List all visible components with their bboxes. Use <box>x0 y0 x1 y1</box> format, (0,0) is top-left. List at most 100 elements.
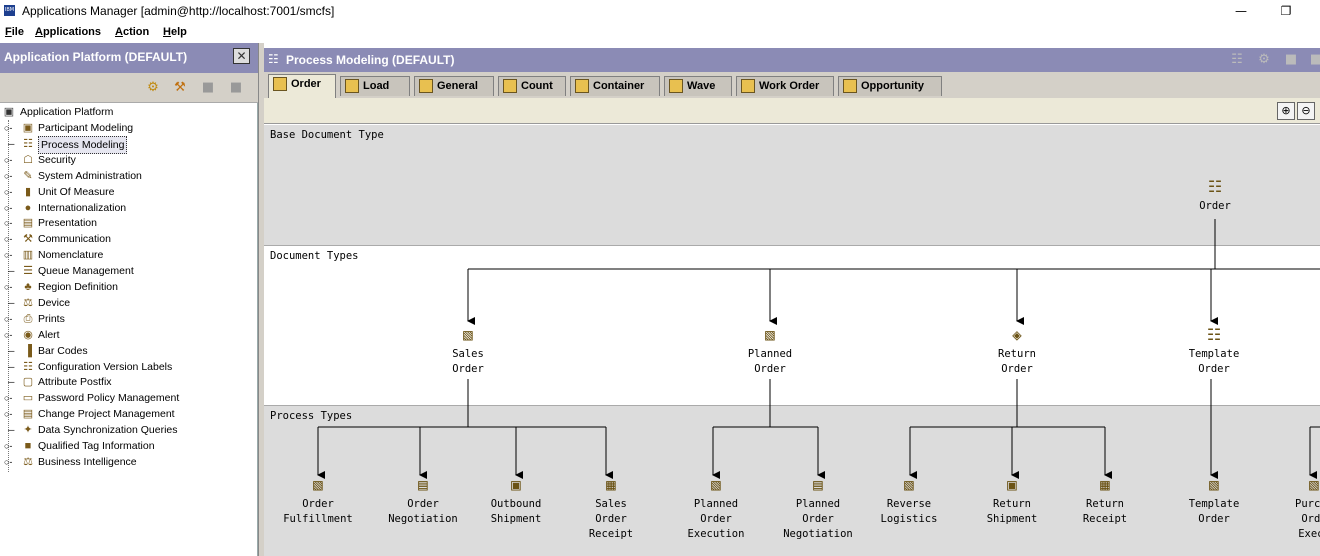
right-panel-title: Process Modeling (DEFAULT) <box>286 53 455 67</box>
computer-icon: ▣ <box>3 106 15 118</box>
tab-work-order[interactable]: Work Order <box>736 76 834 96</box>
process-type-node[interactable]: ▤Order Negotiation <box>383 475 463 527</box>
cart-icon: ▧ <box>904 475 914 494</box>
base-document-node[interactable]: ☷Order <box>1175 177 1255 214</box>
tree-branch-icon: ─ <box>8 377 15 388</box>
process-type-node[interactable]: ▧Planned Order Execution <box>676 475 756 542</box>
zoom-out-icon[interactable]: ⊖ <box>1297 102 1315 120</box>
region-icon: ♣ <box>24 281 32 293</box>
tab-count[interactable]: Count <box>498 76 566 96</box>
unlock-icon[interactable]: ■ <box>229 80 243 95</box>
node-label: Sales Order <box>452 348 484 375</box>
tree-item-label: Region Definition <box>38 281 118 293</box>
process-type-node[interactable]: ▧Purcha Orde Execu <box>1274 475 1320 542</box>
tree-item-label: Presentation <box>38 217 97 230</box>
process-types-band: Process Types <box>264 405 1320 556</box>
tree-item-label: Device <box>38 296 71 309</box>
expand-toggle-icon[interactable]: ○- <box>4 456 13 467</box>
tree-branch-icon: ─ <box>8 361 15 372</box>
cart-icon: ▧ <box>1209 475 1219 494</box>
tree-item-label: Prints <box>38 312 65 325</box>
tree-item-label: Process Modeling <box>38 135 128 154</box>
node-label: Template Order <box>1188 498 1240 525</box>
expand-toggle-icon[interactable]: ○- <box>4 154 13 165</box>
tab-general[interactable]: General <box>414 76 494 96</box>
cart-icon: ▧ <box>765 325 775 344</box>
cart-icon: ▧ <box>463 325 473 344</box>
process-icon: ☷ <box>268 52 279 66</box>
gear-icon[interactable]: ⚙ <box>147 80 159 95</box>
node-label: Outbound Shipment <box>490 498 542 525</box>
process-type-node[interactable]: ▣Return Shipment <box>972 475 1052 527</box>
process-type-node[interactable]: ▦Sales Order Receipt <box>571 475 651 542</box>
panel-splitter[interactable] <box>258 43 264 556</box>
menu-action-mnemonic: A <box>115 26 123 38</box>
tab-container[interactable]: Container <box>570 76 660 96</box>
expand-toggle-icon[interactable]: ○- <box>4 441 13 451</box>
expand-toggle-icon[interactable]: ○- <box>4 186 13 197</box>
close-panel-button[interactable]: ✕ <box>233 48 250 64</box>
ruler-icon: ▮ <box>24 185 32 198</box>
document-type-node[interactable]: ▧Planned Order <box>730 325 810 377</box>
negotiation-icon: ▤ <box>418 475 428 494</box>
process-type-node[interactable]: ▦Return Receipt <box>1065 475 1145 527</box>
folder-icon <box>575 79 589 93</box>
security-icon: ☖ <box>23 153 33 166</box>
zoom-in-icon[interactable]: ⊕ <box>1277 102 1295 120</box>
lock-icon[interactable]: ■ <box>201 80 215 95</box>
expand-toggle-icon[interactable]: ○- <box>4 250 13 261</box>
folder-icon <box>503 79 517 93</box>
tab-label: Load <box>363 80 390 92</box>
process-type-node[interactable]: ▧ Template Order <box>1174 475 1254 527</box>
admin-icon: ✎ <box>23 169 33 182</box>
device-icon: ⚖ <box>23 296 33 309</box>
minimize-button[interactable]: — <box>1235 4 1247 18</box>
restore-button[interactable]: ❐ <box>1280 4 1292 18</box>
tab-load[interactable]: Load <box>340 76 410 96</box>
tab-wave[interactable]: Wave <box>664 76 732 96</box>
document-type-node[interactable]: ◈Return Order <box>977 325 1057 377</box>
lock-icon[interactable]: ■ <box>1284 52 1298 67</box>
menu-help[interactable]: Help <box>163 26 187 38</box>
expand-toggle-icon[interactable]: ○- <box>4 329 13 340</box>
expand-toggle-icon[interactable]: ○- <box>4 313 13 324</box>
process-type-node[interactable]: ▤Planned Order Negotiation <box>778 475 858 542</box>
document-types-band: Document Types <box>264 245 1320 405</box>
tree-item-label: Configuration Version Labels <box>38 360 173 373</box>
expand-toggle-icon[interactable]: ○- <box>4 282 13 292</box>
expand-toggle-icon[interactable]: ○- <box>4 218 13 229</box>
tab-label: Container <box>593 80 645 92</box>
window-title: Applications Manager [admin@http://local… <box>22 4 335 18</box>
attribute-icon: ▢ <box>22 376 34 389</box>
menu-file[interactable]: File <box>5 26 24 38</box>
truck-icon: ▣ <box>511 475 521 494</box>
menu-help-rest: elp <box>170 26 187 38</box>
document-type-node[interactable]: ☷Template Order <box>1174 325 1254 377</box>
menu-action[interactable]: Action <box>115 26 149 38</box>
tree-branch-icon: ─ <box>8 266 15 277</box>
hammer-icon[interactable]: ⚒ <box>174 80 186 95</box>
base-document-label: Base Document Type <box>270 129 384 141</box>
process-type-node[interactable]: ▣ Outbound Shipment <box>476 475 556 527</box>
node-label: Template Order <box>1188 348 1240 375</box>
gear-icon[interactable]: ⚙ <box>1258 52 1270 67</box>
expand-toggle-icon[interactable]: ○- <box>4 234 13 245</box>
tag-icon: ■ <box>24 440 32 452</box>
node-label: Return Shipment <box>986 498 1038 525</box>
tab-order[interactable]: Order <box>268 74 336 98</box>
tab-opportunity[interactable]: Opportunity <box>838 76 942 96</box>
unlock-icon[interactable]: ■ <box>1309 52 1320 67</box>
tree-branch-icon: ─ <box>8 297 15 308</box>
process-type-node[interactable]: ▧Order Fulfillment <box>278 475 358 527</box>
folder-icon <box>669 79 683 93</box>
expand-toggle-icon[interactable]: ○- <box>4 409 13 420</box>
tree-icon[interactable]: ☷ <box>1231 52 1243 67</box>
process-type-node[interactable]: ▧Reverse Logistics <box>869 475 949 527</box>
expand-toggle-icon[interactable]: ○- <box>4 170 13 181</box>
expand-toggle-icon[interactable]: ○- <box>4 123 13 133</box>
document-type-node[interactable]: ▧ Sales Order <box>428 325 508 377</box>
expand-toggle-icon[interactable]: ○- <box>4 202 13 213</box>
menu-applications[interactable]: Applications <box>35 26 101 38</box>
expand-toggle-icon[interactable]: ○- <box>4 393 13 404</box>
tree-item-label: Attribute Postfix <box>38 376 112 389</box>
